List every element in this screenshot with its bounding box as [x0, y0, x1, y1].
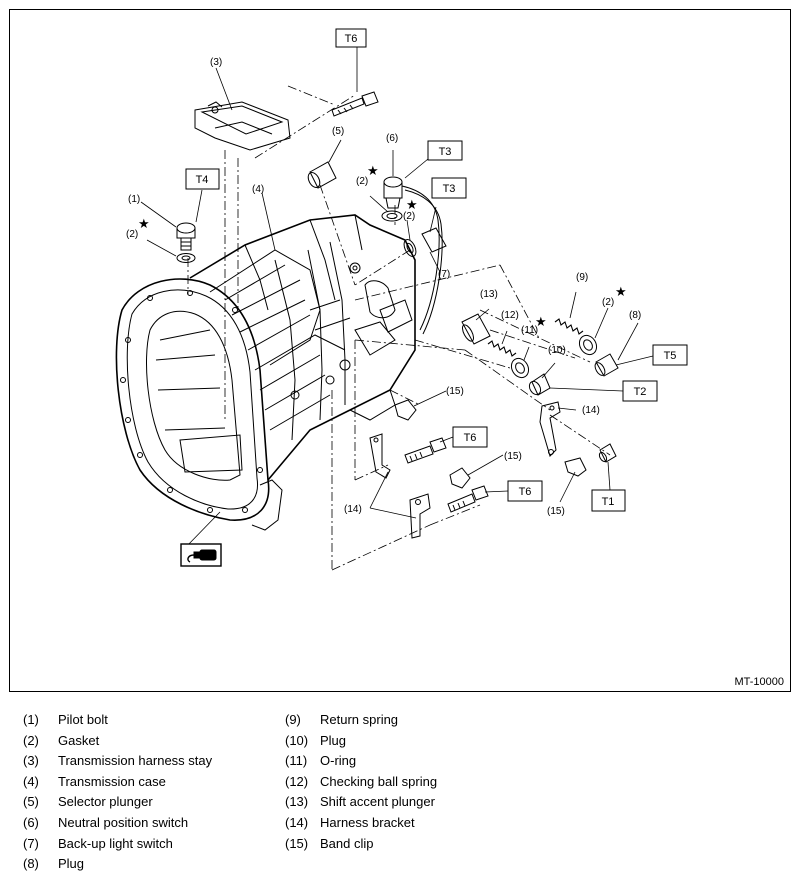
torque-box-t1: T1	[591, 489, 626, 512]
callout-11: (11)	[521, 325, 538, 336]
torque-box-t4: T4	[185, 168, 220, 190]
torque-box-t5: T5	[652, 344, 688, 366]
plug-10	[528, 373, 551, 396]
svg-text:T6: T6	[464, 432, 477, 444]
shift-accent-plunger	[461, 313, 491, 345]
bolt-bracket-lower	[447, 485, 489, 513]
torque-box-t6-upper-bracket: T6	[452, 426, 488, 448]
parts-legend: (1)Pilot bolt (2)Gasket (3)Transmission …	[23, 712, 438, 872]
callout-4: (4)	[252, 184, 264, 195]
star-icon: ★	[138, 217, 150, 232]
callout-3: (3)	[210, 57, 222, 68]
callout-15-b: (15)	[504, 451, 522, 462]
harness-stay	[194, 101, 291, 151]
torque-box-t3-upper: T3	[427, 140, 463, 161]
callout-15-a: (15)	[446, 386, 464, 397]
figure-code: MT-10000	[734, 676, 784, 688]
callout-2-a: (2)	[356, 176, 368, 187]
callout-13: (13)	[480, 289, 498, 300]
callout-2-b: (2)	[403, 211, 415, 222]
harness-bracket-upper	[369, 433, 391, 479]
checking-ball-spring	[487, 340, 517, 357]
torque-box-t2: T2	[622, 380, 658, 402]
plug-t1	[598, 443, 617, 463]
svg-text:T3: T3	[443, 183, 456, 195]
o-ring	[510, 357, 530, 379]
callout-2-d: (2)	[602, 297, 614, 308]
neutral-switch	[381, 176, 443, 335]
svg-text:T3: T3	[439, 146, 452, 158]
torque-box-t6-lower-bracket: T6	[507, 480, 543, 502]
callout-2-c: (2)	[126, 229, 138, 240]
callouts: (3) (5) (6) (2) (2) (1) (2) (4) (7) (9) …	[126, 57, 641, 517]
svg-text:T4: T4	[196, 174, 209, 186]
stars: ★ ★ ★ ★ ★	[138, 164, 627, 330]
harness-bracket-lower	[409, 493, 431, 539]
leader-lines	[140, 47, 654, 549]
svg-text:T5: T5	[664, 350, 677, 362]
exploded-view-figure: T6 T3 T3 T4 T5 T2 T6 T6	[9, 9, 791, 692]
sealant-symbol-icon	[180, 543, 222, 567]
callout-14-b: (14)	[344, 504, 362, 515]
selector-plunger	[307, 161, 337, 189]
svg-text:T2: T2	[634, 386, 647, 398]
callout-10: (10)	[548, 345, 566, 356]
transmission-case	[115, 214, 416, 531]
callout-9: (9)	[576, 272, 588, 283]
plug-8	[594, 353, 619, 377]
callout-12: (12)	[501, 310, 519, 321]
svg-text:T1: T1	[602, 496, 615, 508]
return-spring	[554, 318, 584, 335]
bell-housing-bolt-holes	[120, 290, 263, 513]
torque-boxes: T6 T3 T3 T4 T5 T2 T6 T6	[185, 28, 688, 512]
band-clip-right	[564, 457, 587, 477]
svg-text:T6: T6	[519, 486, 532, 498]
star-icon: ★	[367, 164, 379, 179]
band-clip-mid	[449, 467, 471, 489]
callout-5: (5)	[332, 126, 344, 137]
harness-bracket-right	[539, 401, 561, 457]
exploded-diagram: T6 T3 T3 T4 T5 T2 T6 T6	[115, 28, 688, 571]
callout-15-c: (15)	[547, 506, 565, 517]
callout-7: (7)	[438, 269, 450, 280]
callout-6: (6)	[386, 133, 398, 144]
star-icon: ★	[406, 198, 418, 213]
guide-lines	[187, 85, 611, 571]
torque-box-t3-lower: T3	[431, 177, 467, 199]
callout-8: (8)	[629, 310, 641, 321]
callout-14-a: (14)	[582, 405, 600, 416]
star-icon: ★	[615, 285, 627, 300]
pilot-bolt	[176, 222, 196, 263]
bolt-top	[331, 91, 379, 117]
svg-text:T6: T6	[345, 33, 358, 45]
gasket-plug	[578, 334, 598, 356]
torque-box-t6-top: T6	[335, 28, 367, 48]
band-clip-top	[394, 399, 417, 421]
star-icon: ★	[535, 315, 547, 330]
bolt-bracket-upper	[404, 437, 447, 464]
callout-1: (1)	[128, 194, 140, 205]
